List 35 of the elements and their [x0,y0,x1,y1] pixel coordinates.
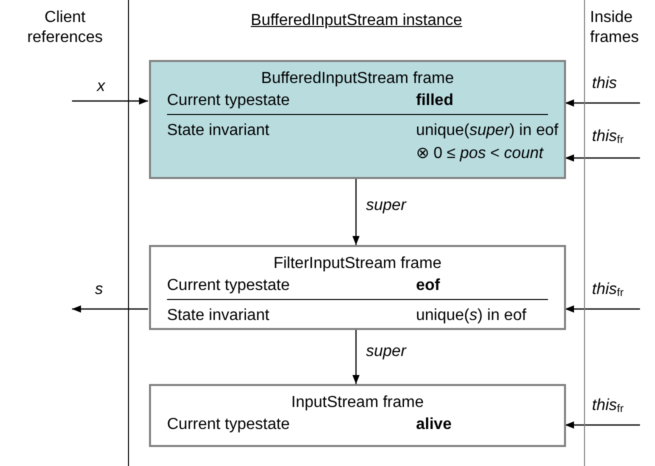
field-label: State invariant [167,122,270,140]
field-value: unique(s) in eof [416,306,528,326]
arrow [565,305,640,313]
frame-box [149,384,566,447]
arrow [72,305,148,313]
edge-label: this [592,75,617,93]
column-heading: Inside frames [590,8,640,48]
field-value: unique(super) in eof ⊗ 0 ≤ pos < count [416,121,560,164]
edge-label: this$_{fr}$ [592,281,624,299]
panel-title: BufferedInputStream instance [250,12,464,30]
arrow [352,330,360,384]
field-label: Current typestate [167,277,290,295]
arrow [565,154,640,162]
edge-label: this$_{fr}$ [592,397,624,415]
field-label: State invariant [167,307,270,325]
column-heading: Client references [26,8,104,48]
field-label: Current typestate [167,92,290,110]
edge-label: this$_{fr}$ [592,128,624,146]
frame-box [149,60,566,179]
field-label: Current typestate [167,416,290,434]
field-value: filled [416,91,454,111]
arrow [352,179,360,245]
frame-title: BufferedInputStream frame [260,70,455,88]
edge-label: x [97,78,105,96]
field-value: alive [416,415,453,435]
frame-box [149,245,566,330]
arrow [565,99,640,107]
arrow [72,97,148,105]
field-value: eof [416,276,441,296]
frame-title: InputStream frame [290,394,425,412]
edge-label: super [366,343,406,361]
arrow [565,421,640,429]
edge-label: super [366,197,406,215]
edge-label: s [95,281,103,299]
frame-title: FilterInputStream frame [272,255,443,273]
